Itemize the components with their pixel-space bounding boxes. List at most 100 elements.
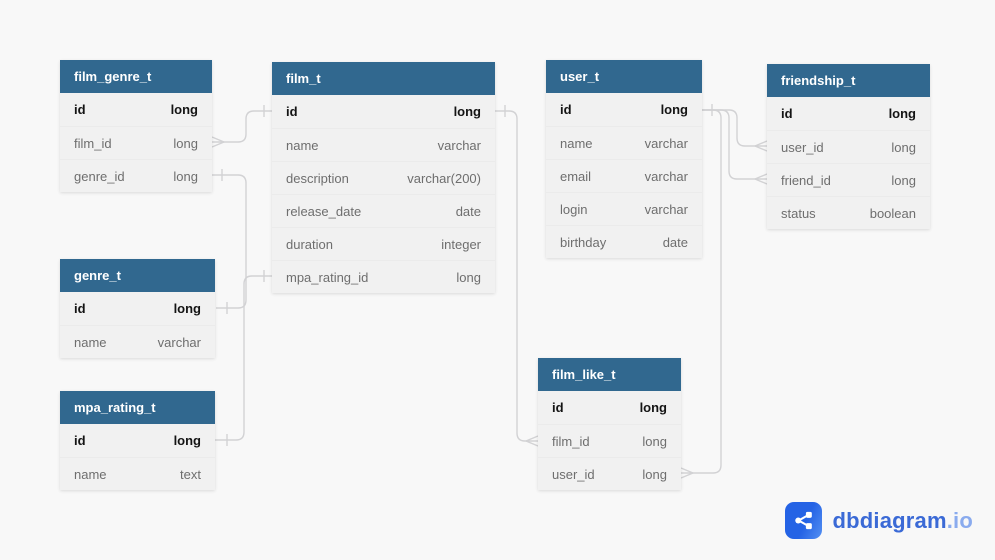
dbdiagram-logo[interactable]: dbdiagram.io [785,502,973,539]
field-type: integer [441,236,481,252]
field-name: status [781,205,816,221]
field-row-user_t-email[interactable]: email varchar [546,159,702,192]
field-name: duration [286,236,333,252]
relationship-user_t.id-film_like_t.user_id [680,472,694,479]
relationship-film_t.id-film_like_t.film_id [525,435,539,442]
field-type: varchar [437,137,481,153]
table-header-genre_t[interactable]: genre_t [60,259,215,292]
field-type: long [888,106,916,121]
field-row-genre_t-name[interactable]: name varchar [60,325,215,358]
field-row-film_genre_t-id[interactable]: id long [60,93,212,126]
field-name: film_id [74,135,112,151]
relationship-film_t.mpa_rating_id-mpa_rating_t.id [215,275,272,441]
field-name: id [552,400,564,415]
field-name: email [560,168,592,184]
field-row-film_t-description[interactable]: description varchar(200) [272,161,495,194]
field-row-film_genre_t-film_id[interactable]: film_id long [60,126,212,159]
field-row-mpa_rating_t-name[interactable]: name text [60,457,215,490]
field-type: long [173,135,198,151]
table-header-mpa_rating_t[interactable]: mpa_rating_t [60,391,215,424]
field-name: id [74,102,86,117]
field-row-film_like_t-id[interactable]: id long [538,391,681,424]
field-type: text [180,466,201,482]
field-type: varchar [644,201,688,217]
share-icon-glyph [795,511,813,530]
field-row-film_t-name[interactable]: name varchar [272,128,495,161]
field-type: date [662,234,688,250]
field-type: long [660,102,688,117]
field-name: id [74,433,86,448]
field-name: user_id [552,466,595,482]
relationship-user_t.id-friendship_t.user_id [702,109,767,147]
table-header-film_genre_t[interactable]: film_genre_t [60,60,212,93]
field-row-film_t-mpa_rating_id[interactable]: mpa_rating_id long [272,260,495,293]
field-name: id [74,301,86,316]
relationship-user_t.id-friendship_t.friend_id [754,173,768,180]
field-type: varchar [644,168,688,184]
relationship-user_t.id-film_like_t.user_id [680,467,694,474]
field-row-user_t-login[interactable]: login varchar [546,192,702,225]
relationship-user_t.id-friendship_t.friend_id [754,178,768,185]
field-name: name [74,334,107,350]
field-name: name [74,466,107,482]
field-name: description [286,170,349,186]
relationship-film_genre_t.film_id-film_t.id [211,141,225,148]
field-type: date [455,203,481,219]
field-name: login [560,201,588,217]
field-name: id [286,104,298,119]
table-header-film_like_t[interactable]: film_like_t [538,358,681,391]
relationship-film_t.id-film_like_t.film_id [525,440,539,447]
field-type: long [456,269,481,285]
field-row-friendship_t-id[interactable]: id long [767,97,930,130]
field-name: mpa_rating_id [286,269,369,285]
field-name: user_id [781,139,824,155]
field-name: release_date [286,203,362,219]
relationship-film_genre_t.genre_id-genre_t.id [212,174,247,309]
table-header-friendship_t[interactable]: friendship_t [767,64,930,97]
relationship-film_t.id-film_like_t.film_id [495,110,538,442]
field-type: long [173,168,198,184]
field-type: long [639,400,667,415]
field-type: varchar [157,334,201,350]
relationship-user_t.id-friendship_t.user_id [754,140,768,147]
logo-text: dbdiagram.io [832,508,973,534]
relationship-film_genre_t.film_id-film_t.id [211,136,225,143]
relationship-user_t.id-friendship_t.friend_id [702,109,767,180]
logo-text-main: dbdiagram [832,507,947,533]
field-type: long [170,102,198,117]
field-name: name [560,135,593,151]
table-header-user_t[interactable]: user_t [546,60,702,93]
field-name: id [781,106,793,121]
field-name: film_id [552,433,590,449]
field-type: long [891,139,916,155]
share-icon [785,502,823,539]
field-row-film_t-release_date[interactable]: release_date date [272,194,495,227]
logo-text-suffix: .io [946,507,973,533]
table-header-film_t[interactable]: film_t [272,62,495,95]
field-type: varchar(200) [407,170,481,186]
field-row-friendship_t-user_id[interactable]: user_id long [767,130,930,163]
relationship-user_t.id-film_like_t.user_id [681,109,722,474]
field-row-film_t-duration[interactable]: duration integer [272,227,495,260]
field-name: name [286,137,319,153]
relationship-film_genre_t.film_id-film_t.id [212,110,272,143]
